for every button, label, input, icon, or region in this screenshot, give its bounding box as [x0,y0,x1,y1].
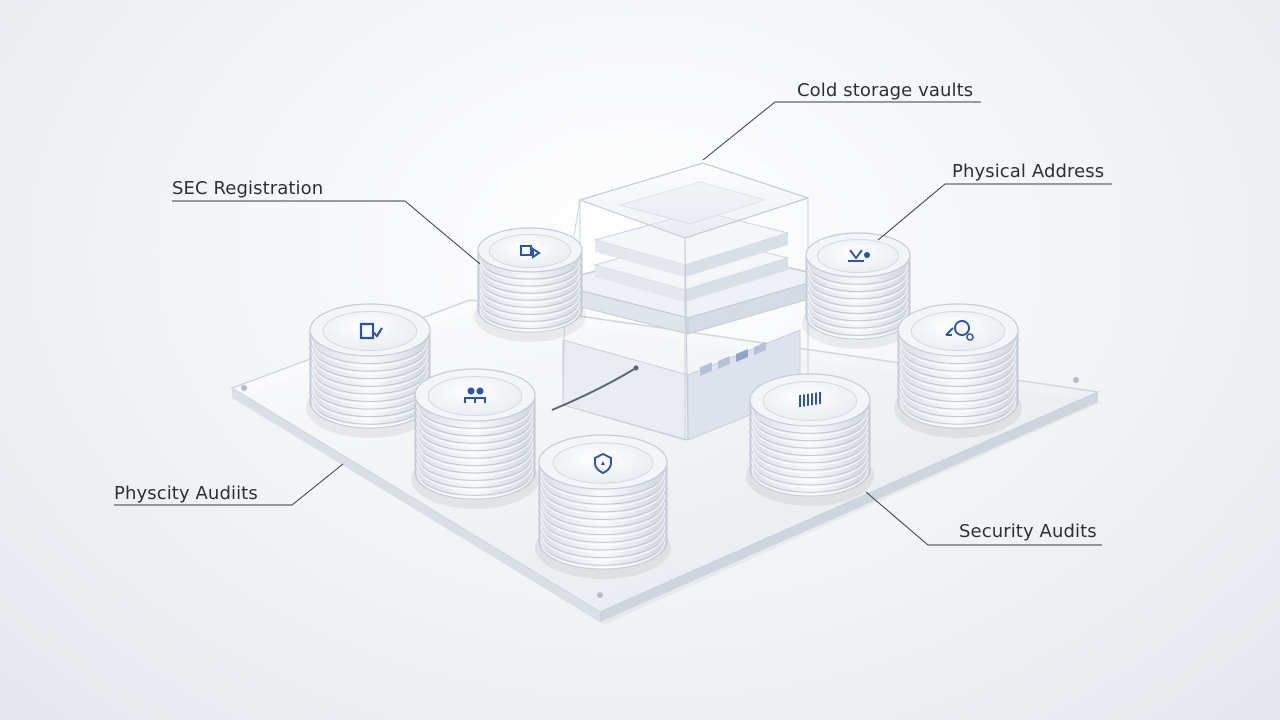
location-pin-icon [848,249,870,262]
leader-line-physical-address [877,183,1112,241]
leader-line-cold-storage [702,101,981,161]
label-sec-registration: SEC Registration [172,178,324,199]
server-port-icons [700,342,766,376]
disc-right [894,303,1022,438]
people-icon [464,387,486,403]
disc-center-right [746,373,874,506]
shield-icon [594,452,612,475]
checkmark-box-icon [359,322,383,340]
barcode-icon [799,392,821,407]
cold-storage-vault [549,162,831,441]
key-lock-icon [945,320,974,341]
label-cold-storage-vaults: Cold storage vaults [797,80,974,101]
label-physcity-audits: Physcity Audiits [114,483,258,504]
label-security-audits: Security Audits [959,521,1097,542]
leader-line-security-audits [865,491,1102,546]
leader-lines [114,101,1112,546]
leader-line-physcity-audits [114,463,344,506]
disc-sec-registration [474,227,586,342]
label-physical-address: Physical Address [952,161,1105,182]
document-stamp-icon [520,245,541,259]
disc-bottom [535,434,671,579]
disc-center-left [411,368,539,509]
disc-stacks [306,227,1022,579]
disc-left [306,303,434,438]
disc-physical-address [802,232,914,349]
leader-line-sec-registration [172,200,481,265]
